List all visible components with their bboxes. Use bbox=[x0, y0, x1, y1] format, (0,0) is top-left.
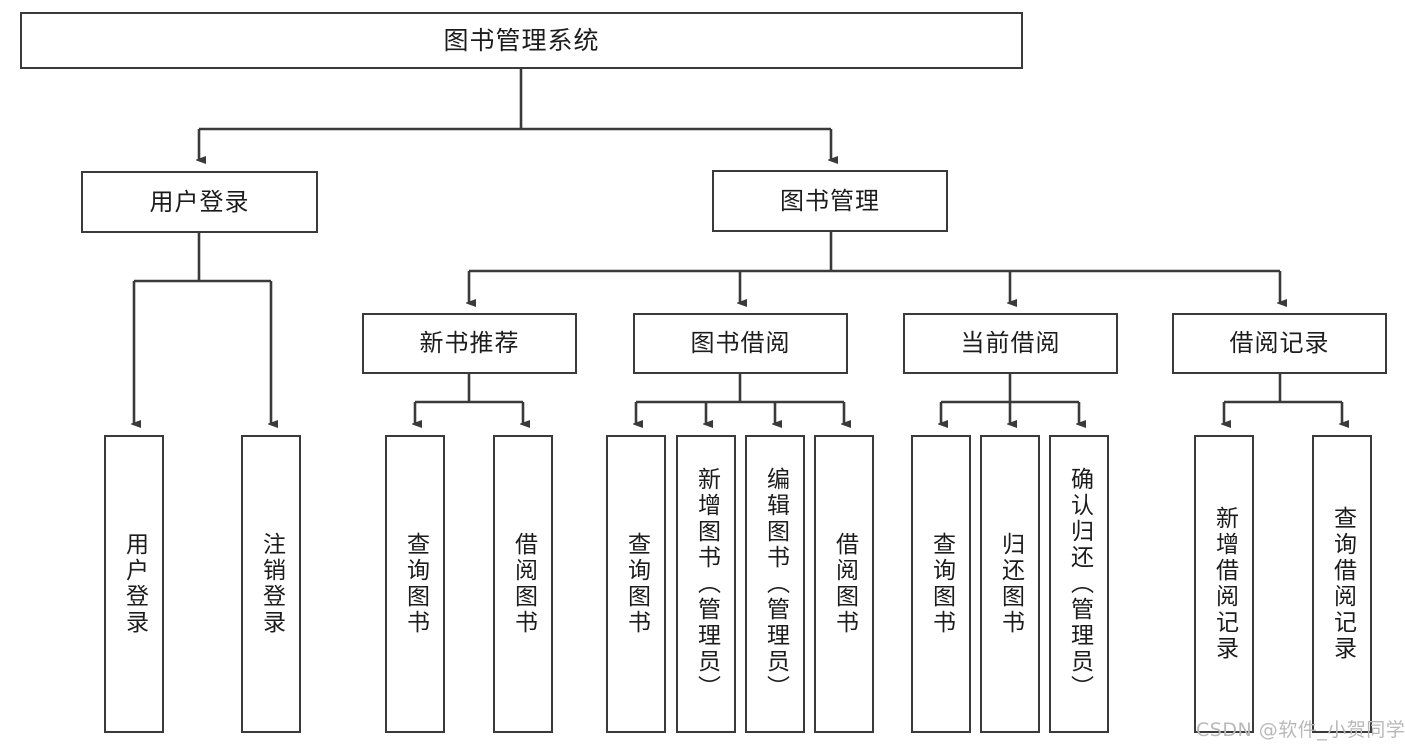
node-leaf-query-book-2[interactable]: 查询图书 bbox=[606, 435, 666, 733]
node-leaf-borrow-book-2[interactable]: 借阅图书 bbox=[814, 435, 874, 733]
node-leaf-borrow-book-1[interactable]: 借阅图书 bbox=[493, 435, 553, 733]
node-leaf-query-book-1[interactable]: 查询图书 bbox=[385, 435, 445, 733]
node-book-manage-label: 图书管理 bbox=[780, 186, 880, 215]
node-user-login-label: 用户登录 bbox=[149, 187, 250, 216]
node-leaf-add-book-label: 新增图书（管理员） bbox=[693, 467, 720, 701]
node-book-borrow-label: 图书借阅 bbox=[690, 329, 791, 358]
node-leaf-add-record[interactable]: 新增借阅记录 bbox=[1194, 435, 1254, 733]
node-leaf-edit-book[interactable]: 编辑图书（管理员） bbox=[745, 435, 805, 733]
node-leaf-query-book-3-label: 查询图书 bbox=[928, 532, 955, 636]
node-borrow-record[interactable]: 借阅记录 bbox=[1172, 313, 1387, 374]
node-current-borrow-label: 当前借阅 bbox=[960, 329, 1061, 358]
node-leaf-query-record[interactable]: 查询借阅记录 bbox=[1312, 435, 1372, 733]
node-user-login[interactable]: 用户登录 bbox=[81, 171, 318, 233]
node-current-borrow[interactable]: 当前借阅 bbox=[903, 313, 1118, 374]
csdn-watermark: CSDN @软件_小贺同学 bbox=[1196, 719, 1405, 741]
node-leaf-query-book-2-label: 查询图书 bbox=[623, 532, 650, 636]
node-leaf-confirm-return[interactable]: 确认归还（管理员） bbox=[1049, 435, 1109, 733]
node-leaf-borrow-book-1-label: 借阅图书 bbox=[510, 532, 537, 636]
node-leaf-query-book-3[interactable]: 查询图书 bbox=[911, 435, 971, 733]
node-leaf-add-record-label: 新增借阅记录 bbox=[1211, 506, 1238, 662]
node-borrow-record-label: 借阅记录 bbox=[1229, 329, 1330, 358]
node-book-borrow[interactable]: 图书借阅 bbox=[633, 313, 848, 374]
node-new-book-rec-label: 新书推荐 bbox=[419, 329, 520, 358]
node-leaf-user-login-label: 用户登录 bbox=[121, 532, 148, 636]
node-book-manage[interactable]: 图书管理 bbox=[712, 170, 948, 232]
node-leaf-confirm-return-label: 确认归还（管理员） bbox=[1066, 467, 1093, 701]
node-leaf-borrow-book-2-label: 借阅图书 bbox=[831, 532, 858, 636]
node-leaf-logout-label: 注销登录 bbox=[258, 532, 285, 636]
node-new-book-rec[interactable]: 新书推荐 bbox=[362, 313, 577, 374]
node-root[interactable]: 图书管理系统 bbox=[20, 12, 1023, 69]
node-root-label: 图书管理系统 bbox=[443, 25, 600, 55]
node-leaf-return-book-label: 归还图书 bbox=[997, 532, 1024, 636]
node-leaf-return-book[interactable]: 归还图书 bbox=[980, 435, 1040, 733]
node-leaf-query-record-label: 查询借阅记录 bbox=[1329, 506, 1356, 662]
node-leaf-query-book-1-label: 查询图书 bbox=[402, 532, 429, 636]
node-leaf-logout[interactable]: 注销登录 bbox=[241, 435, 301, 733]
node-leaf-user-login[interactable]: 用户登录 bbox=[104, 435, 164, 733]
node-leaf-edit-book-label: 编辑图书（管理员） bbox=[762, 467, 789, 701]
node-leaf-add-book[interactable]: 新增图书（管理员） bbox=[676, 435, 736, 733]
